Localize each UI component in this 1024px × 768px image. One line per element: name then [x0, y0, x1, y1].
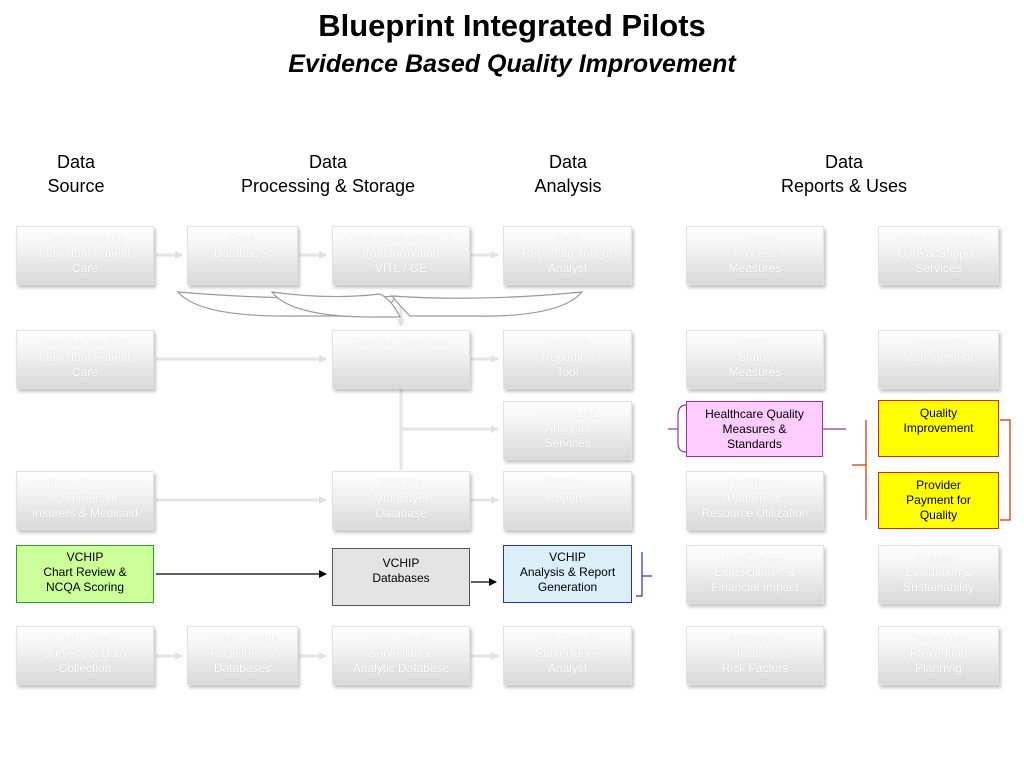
box-docsite-database: DocSite Database: [332, 330, 470, 389]
page-title: Blueprint Integrated Pilots: [318, 8, 706, 43]
page-subtitle: Evidence Based Quality Improvement: [288, 50, 736, 78]
merge-curves: [176, 291, 584, 318]
